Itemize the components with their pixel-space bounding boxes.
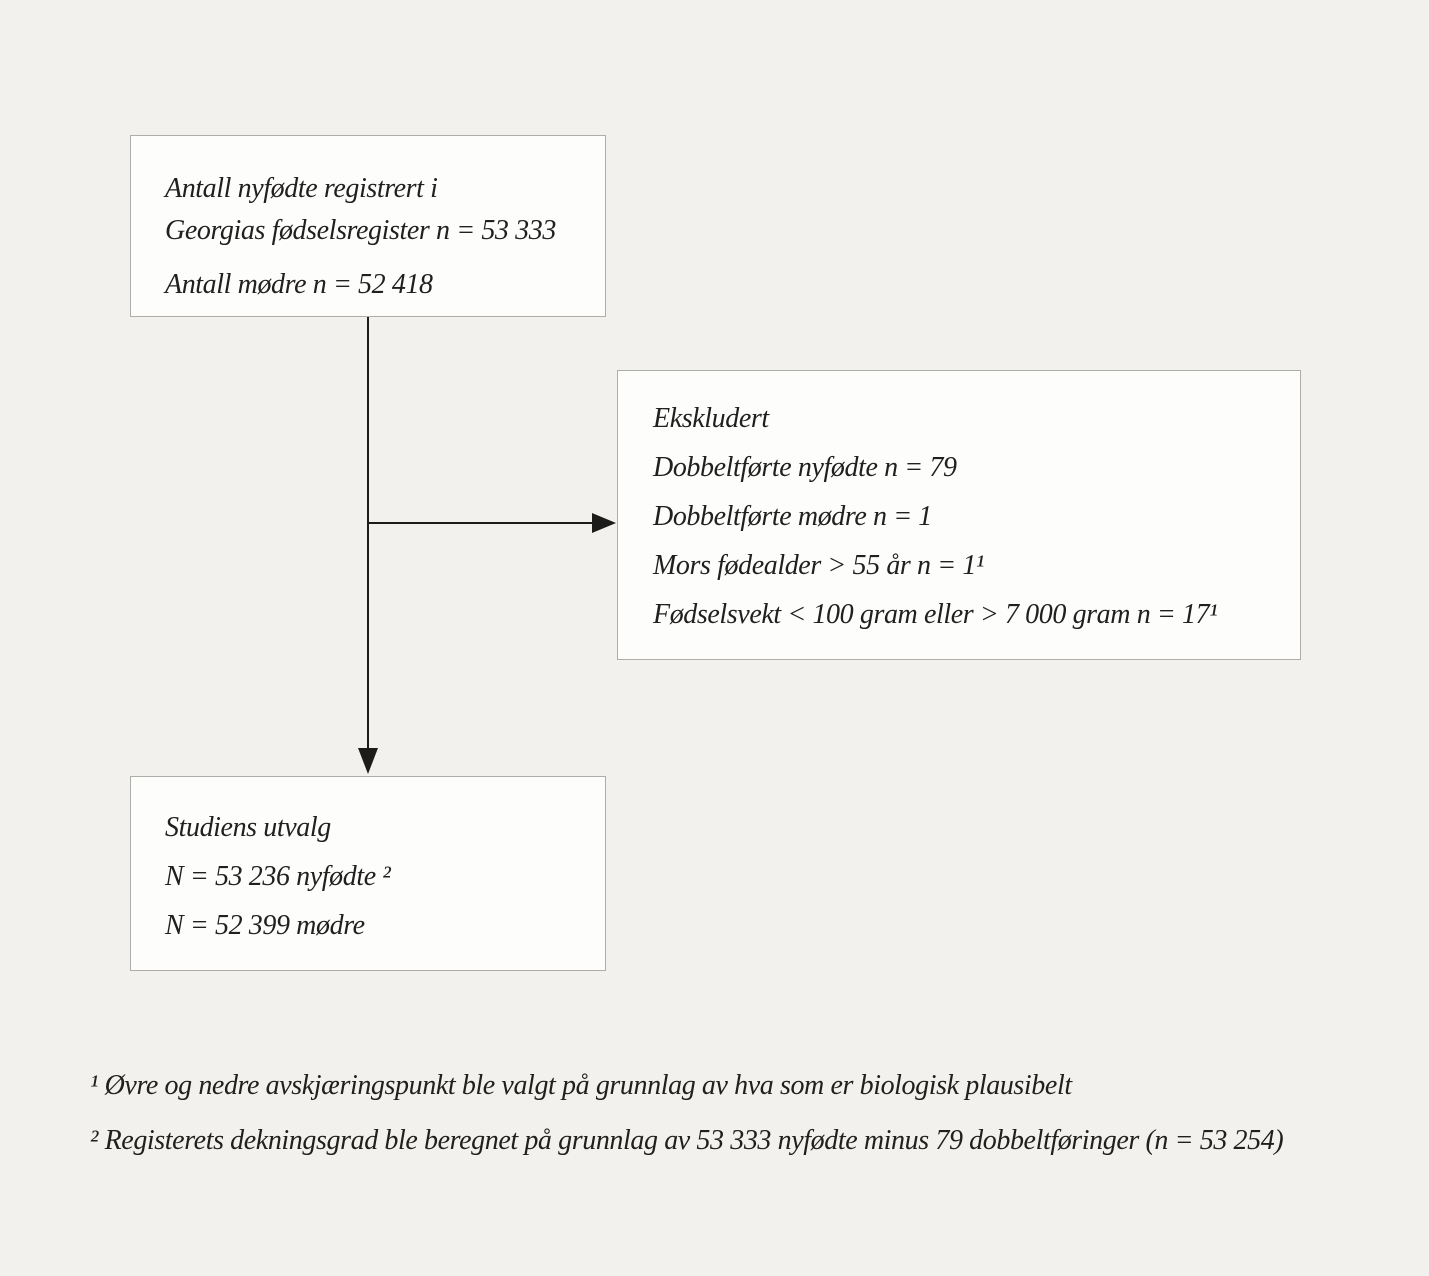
footnote-1: ¹ Øvre og nedre avskjæringspunkt ble val… — [90, 1070, 1072, 1101]
sample-box: Studiens utvalg N = 53 236 nyfødte ² N =… — [130, 776, 606, 971]
registry-line-3: Antall mødre n = 52 418 — [165, 269, 433, 300]
excluded-item: Fødselsvekt < 100 gram eller > 7 000 gra… — [653, 599, 1218, 630]
sample-line-1: N = 53 236 nyfødte ² — [165, 861, 391, 892]
horizontal-connector-line — [368, 522, 592, 524]
excluded-item: Dobbeltførte nyfødte n = 79 — [653, 452, 957, 483]
down-arrowhead-icon — [358, 748, 378, 774]
excluded-title: Ekskludert — [653, 403, 769, 434]
footnote-2: ² Registerets dekningsgrad ble beregnet … — [90, 1125, 1284, 1156]
registry-box: Antall nyfødte registrert i Georgias fød… — [130, 135, 606, 317]
excluded-item: Dobbeltførte mødre n = 1 — [653, 501, 932, 532]
registry-line-1: Antall nyfødte registrert i — [165, 173, 438, 204]
registry-line-2: Georgias fødselsregister n = 53 333 — [165, 215, 556, 246]
sample-line-2: N = 52 399 mødre — [165, 910, 365, 941]
sample-title: Studiens utvalg — [165, 812, 331, 843]
excluded-box: Ekskludert Dobbeltførte nyfødte n = 79 D… — [617, 370, 1301, 660]
right-arrowhead-icon — [592, 513, 616, 533]
excluded-item: Mors fødealder > 55 år n = 1¹ — [653, 550, 984, 581]
vertical-connector-line — [367, 317, 369, 750]
